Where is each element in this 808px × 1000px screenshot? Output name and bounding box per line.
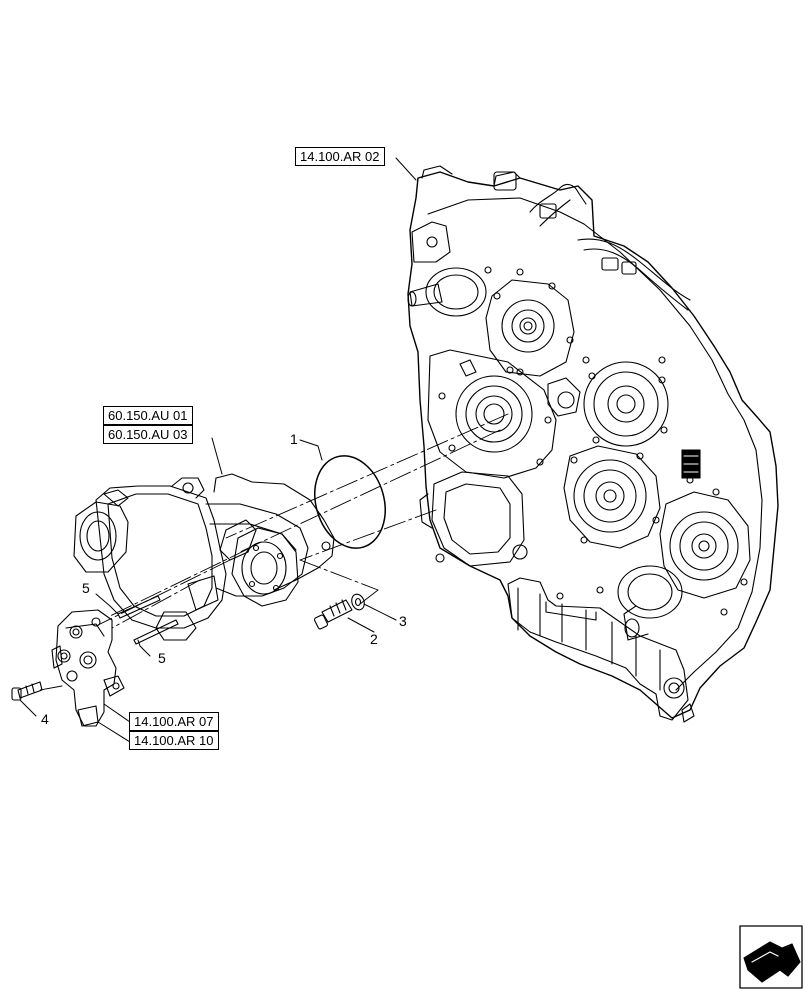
gearbox-housing	[407, 165, 779, 723]
shaft-upper-left	[407, 267, 487, 317]
reference-label-valve-a[interactable]: 14.100.AR 07	[129, 712, 219, 731]
center-boss	[547, 377, 581, 417]
callout-2: 2	[370, 631, 378, 647]
reference-label-pump-b[interactable]: 60.150.AU 03	[103, 425, 193, 444]
shaft-lower	[617, 565, 683, 641]
gear-cover-right-lower	[659, 491, 751, 599]
washer-item-3	[351, 593, 365, 611]
oil-sump	[507, 577, 695, 723]
reference-label-valve-b[interactable]: 14.100.AR 10	[129, 731, 219, 750]
bolt-item-2	[314, 599, 353, 630]
gear-cover-top	[485, 279, 575, 377]
assembly-centerlines	[39, 413, 509, 691]
reference-label-pump-a[interactable]: 60.150.AU 01	[103, 406, 193, 425]
bolt-item-4	[11, 681, 43, 701]
gear-cover-left	[427, 349, 557, 479]
warning-decal	[681, 449, 701, 479]
hydraulic-pump	[73, 473, 335, 641]
gear-cover-right-upper	[583, 361, 669, 447]
reference-label-gearbox[interactable]: 14.100.AR 02	[295, 147, 385, 166]
gear-cover-center	[563, 445, 661, 549]
callout-4: 4	[41, 711, 49, 727]
leader-lines	[19, 157, 417, 743]
callout-5-lower: 5	[158, 650, 166, 666]
control-valve-block	[51, 609, 125, 727]
o-ring	[314, 455, 386, 549]
callout-1: 1	[290, 431, 298, 447]
next-page-arrow-icon[interactable]	[739, 925, 803, 989]
pump-mount-flange	[419, 471, 528, 567]
callout-3: 3	[399, 613, 407, 629]
callout-5-upper: 5	[82, 580, 90, 596]
